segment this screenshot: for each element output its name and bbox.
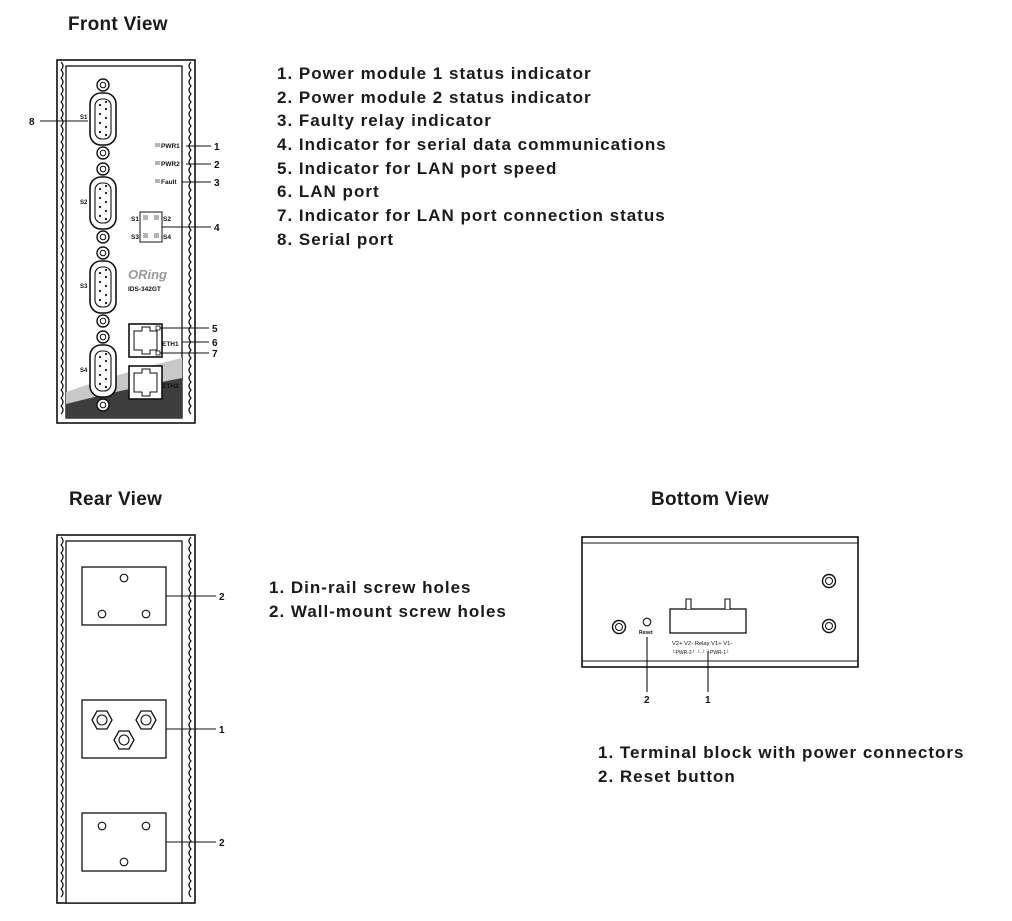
- bottom-screw-inner: [825, 577, 833, 585]
- front-case-outline: [56, 59, 196, 424]
- terminal-pin-labels: V2+ V2- Relay V1+ V1-: [672, 641, 732, 647]
- din-rail-nut: [113, 730, 135, 750]
- callout-4: 4: [214, 223, 220, 234]
- screw-hole: [97, 609, 107, 619]
- screw-hole: [141, 609, 151, 619]
- port-label-s1: S1: [80, 115, 88, 121]
- callout-1: 1: [214, 142, 220, 153]
- front-callout-lines: [40, 120, 211, 354]
- eth2-label: ETH2: [162, 383, 179, 390]
- eth2-port: [128, 365, 163, 400]
- legend-item: 1. Power module 1 status indicator: [277, 64, 592, 83]
- front-ridge-left: [60, 61, 64, 415]
- din-rail-nut: [91, 710, 113, 730]
- pwr2-led: [155, 161, 160, 165]
- rear-view-legend: 1. Din-rail screw holes 2. Wall-mount sc…: [269, 576, 507, 623]
- callout-8: 8: [29, 117, 35, 128]
- rear-callout-lines: [166, 595, 216, 843]
- pwr2-label: PWR2: [161, 161, 180, 168]
- serial-led-label-s2: S2: [163, 216, 171, 223]
- serial-led-s2: [154, 215, 159, 220]
- serial-led-label-s1: S1: [131, 216, 139, 223]
- callout-2: 2: [214, 160, 220, 171]
- legend-item: 2. Wall-mount screw holes: [269, 601, 507, 621]
- callout-5: 5: [212, 324, 218, 335]
- reset-button: [642, 617, 652, 627]
- port-label-s2: S2: [80, 200, 88, 206]
- callout-7: 7: [212, 349, 218, 360]
- rear-view-title: Rear View: [69, 489, 163, 510]
- screw-hole: [119, 573, 129, 583]
- reset-label: Reset: [639, 630, 653, 636]
- callout-3: 3: [214, 178, 220, 189]
- legend-item: 5. Indicator for LAN port speed: [277, 158, 558, 178]
- eth1-link-led: [155, 350, 161, 356]
- callout-6: 6: [212, 338, 218, 349]
- fault-led: [155, 179, 160, 183]
- bottom-screw: [821, 618, 837, 634]
- rear-device: 2 1 2: [56, 534, 225, 904]
- front-view-legend: 1. Power module 1 status indicator 2. Po…: [277, 62, 667, 252]
- terminal-block: [669, 608, 747, 634]
- legend-item: 4. Indicator for serial data communicati…: [277, 135, 667, 155]
- terminal-tab-left: [685, 598, 692, 609]
- fault-label: Fault: [161, 179, 177, 186]
- terminal-group-labels: └PWR-2┘ └ ┘ └PWR-1┘: [672, 649, 730, 656]
- bottom-screw-inner: [825, 622, 833, 630]
- legend-item: 8. Serial port: [277, 229, 394, 249]
- din-rail-nut: [135, 710, 157, 730]
- legend-item: 3. Faulty relay indicator: [277, 111, 492, 131]
- serial-led-label-s4: S4: [163, 234, 171, 241]
- front-ridge-right: [188, 61, 192, 415]
- bottom-device: Reset V2+ V2- Relay V1+ V1- └PWR-2┘ └ ┘ …: [581, 536, 859, 706]
- legend-item: 7. Indicator for LAN port connection sta…: [277, 206, 666, 226]
- legend-item: 2. Power module 2 status indicator: [277, 87, 592, 107]
- front-view-title: Front View: [68, 14, 168, 35]
- bottom-case-outline: [581, 536, 859, 668]
- bottom-callout-lines: [646, 637, 709, 692]
- model-label: IDS-342GT: [128, 286, 161, 293]
- eth1-label: ETH1: [162, 341, 179, 348]
- brand-logo: ORing: [128, 267, 167, 282]
- screw-hole: [119, 857, 129, 867]
- legend-item: 1. Terminal block with power connectors: [598, 743, 965, 762]
- serial-led-s4: [154, 233, 159, 238]
- rear-callout-top: 2: [219, 592, 225, 603]
- bottom-view-title: Bottom View: [651, 489, 770, 510]
- serial-led-s3: [143, 233, 148, 238]
- rear-callout-middle: 1: [219, 725, 225, 736]
- bottom-screw-inner: [615, 623, 623, 631]
- front-device: S1 S2 S3 S4 PWR1 PWR2 Fault S1 S2 S3 S4 …: [29, 59, 220, 424]
- rear-ridge-right: [188, 536, 192, 898]
- legend-item: 2. Reset button: [598, 766, 736, 786]
- bottom-screw: [611, 619, 627, 635]
- bottom-view-legend: 1. Terminal block with power connectors …: [598, 741, 964, 788]
- bottom-callout-terminal: 1: [705, 695, 711, 706]
- pwr1-label: PWR1: [161, 143, 180, 150]
- legend-item: 1. Din-rail screw holes: [269, 578, 472, 597]
- port-label-s3: S3: [80, 284, 88, 290]
- screw-hole: [97, 821, 107, 831]
- serial-led-label-s3: S3: [131, 234, 139, 241]
- serial-led-s1: [143, 215, 148, 220]
- port-label-s4: S4: [80, 368, 88, 374]
- bottom-screw: [821, 573, 837, 589]
- legend-item: 6. LAN port: [277, 182, 380, 202]
- screw-hole: [141, 821, 151, 831]
- terminal-tab-right: [724, 598, 731, 609]
- rear-callout-bottom: 2: [219, 838, 225, 849]
- eth1-speed-led: [155, 325, 161, 331]
- rear-ridge-left: [60, 536, 64, 898]
- pwr1-led: [155, 143, 160, 147]
- bottom-callout-reset: 2: [644, 695, 650, 706]
